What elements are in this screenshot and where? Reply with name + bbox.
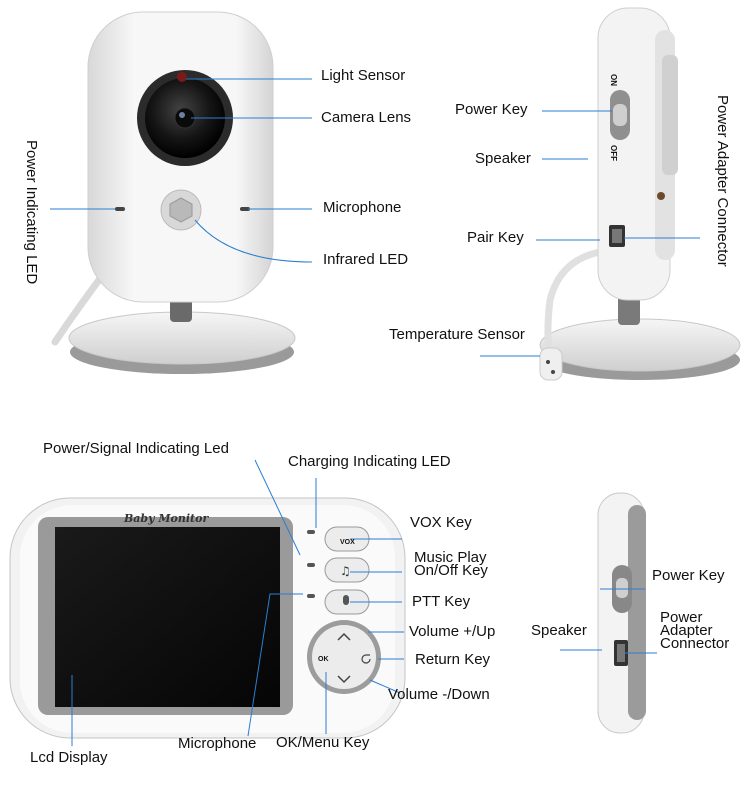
power-adapter-connector-label: Power Adapter Connector [714,95,731,267]
monitor-front-view: ♫ [9,497,406,739]
temperature-sensor-label: Temperature Sensor [389,326,525,343]
camera-power-key-label: Power Key [455,101,528,118]
monitor-microphone-label: Microphone [178,735,257,752]
brand-text: Baby Monitor [124,512,209,525]
ptt-key-label: PTT Key [412,593,471,610]
pair-key-label: Pair Key [467,229,524,246]
switch-off-text: OFF [609,145,618,161]
camera-front-view [51,11,296,374]
music-play-label-line2: On/Off Key [414,562,488,579]
power-signal-led-label: Power/Signal Indicating Led [43,440,229,457]
monitor-power-key-label: Power Key [652,567,725,584]
camera-speaker-label: Speaker [475,150,531,167]
ok-button: OK [318,656,329,663]
leader-lines [50,78,700,746]
charging-led-label: Charging Indicating LED [288,453,451,470]
volume-down-label: Volume -/Down [388,686,490,703]
power-indicating-led-label: Power Indicating LED [23,140,40,285]
microphone-label: Microphone [323,199,402,216]
light-sensor-label: Light Sensor [321,67,406,84]
monitor-side-view [597,492,646,734]
infrared-led-label: Infrared LED [323,251,409,268]
camera-lens-label: Camera Lens [321,109,412,126]
monitor-adapter-label-line2: Adapter [660,622,713,639]
svg-text:♫: ♫ [340,564,351,578]
return-key-label: Return Key [415,651,491,668]
monitor-adapter-label-line1: Power [660,609,703,626]
music-play-label-line1: Music Play [414,549,487,566]
camera-side-view [539,7,741,381]
monitor-speaker-label: Speaker [531,622,587,639]
volume-up-label: Volume +/Up [409,623,496,640]
vox-key-label: VOX Key [410,514,472,531]
switch-on-text: ON [609,74,618,86]
ok-menu-key-label: OK/Menu Key [276,734,370,751]
vox-button: VOX [340,539,355,546]
monitor-adapter-label-line3: Connector [660,635,730,652]
lcd-display-label: Lcd Display [30,749,108,766]
